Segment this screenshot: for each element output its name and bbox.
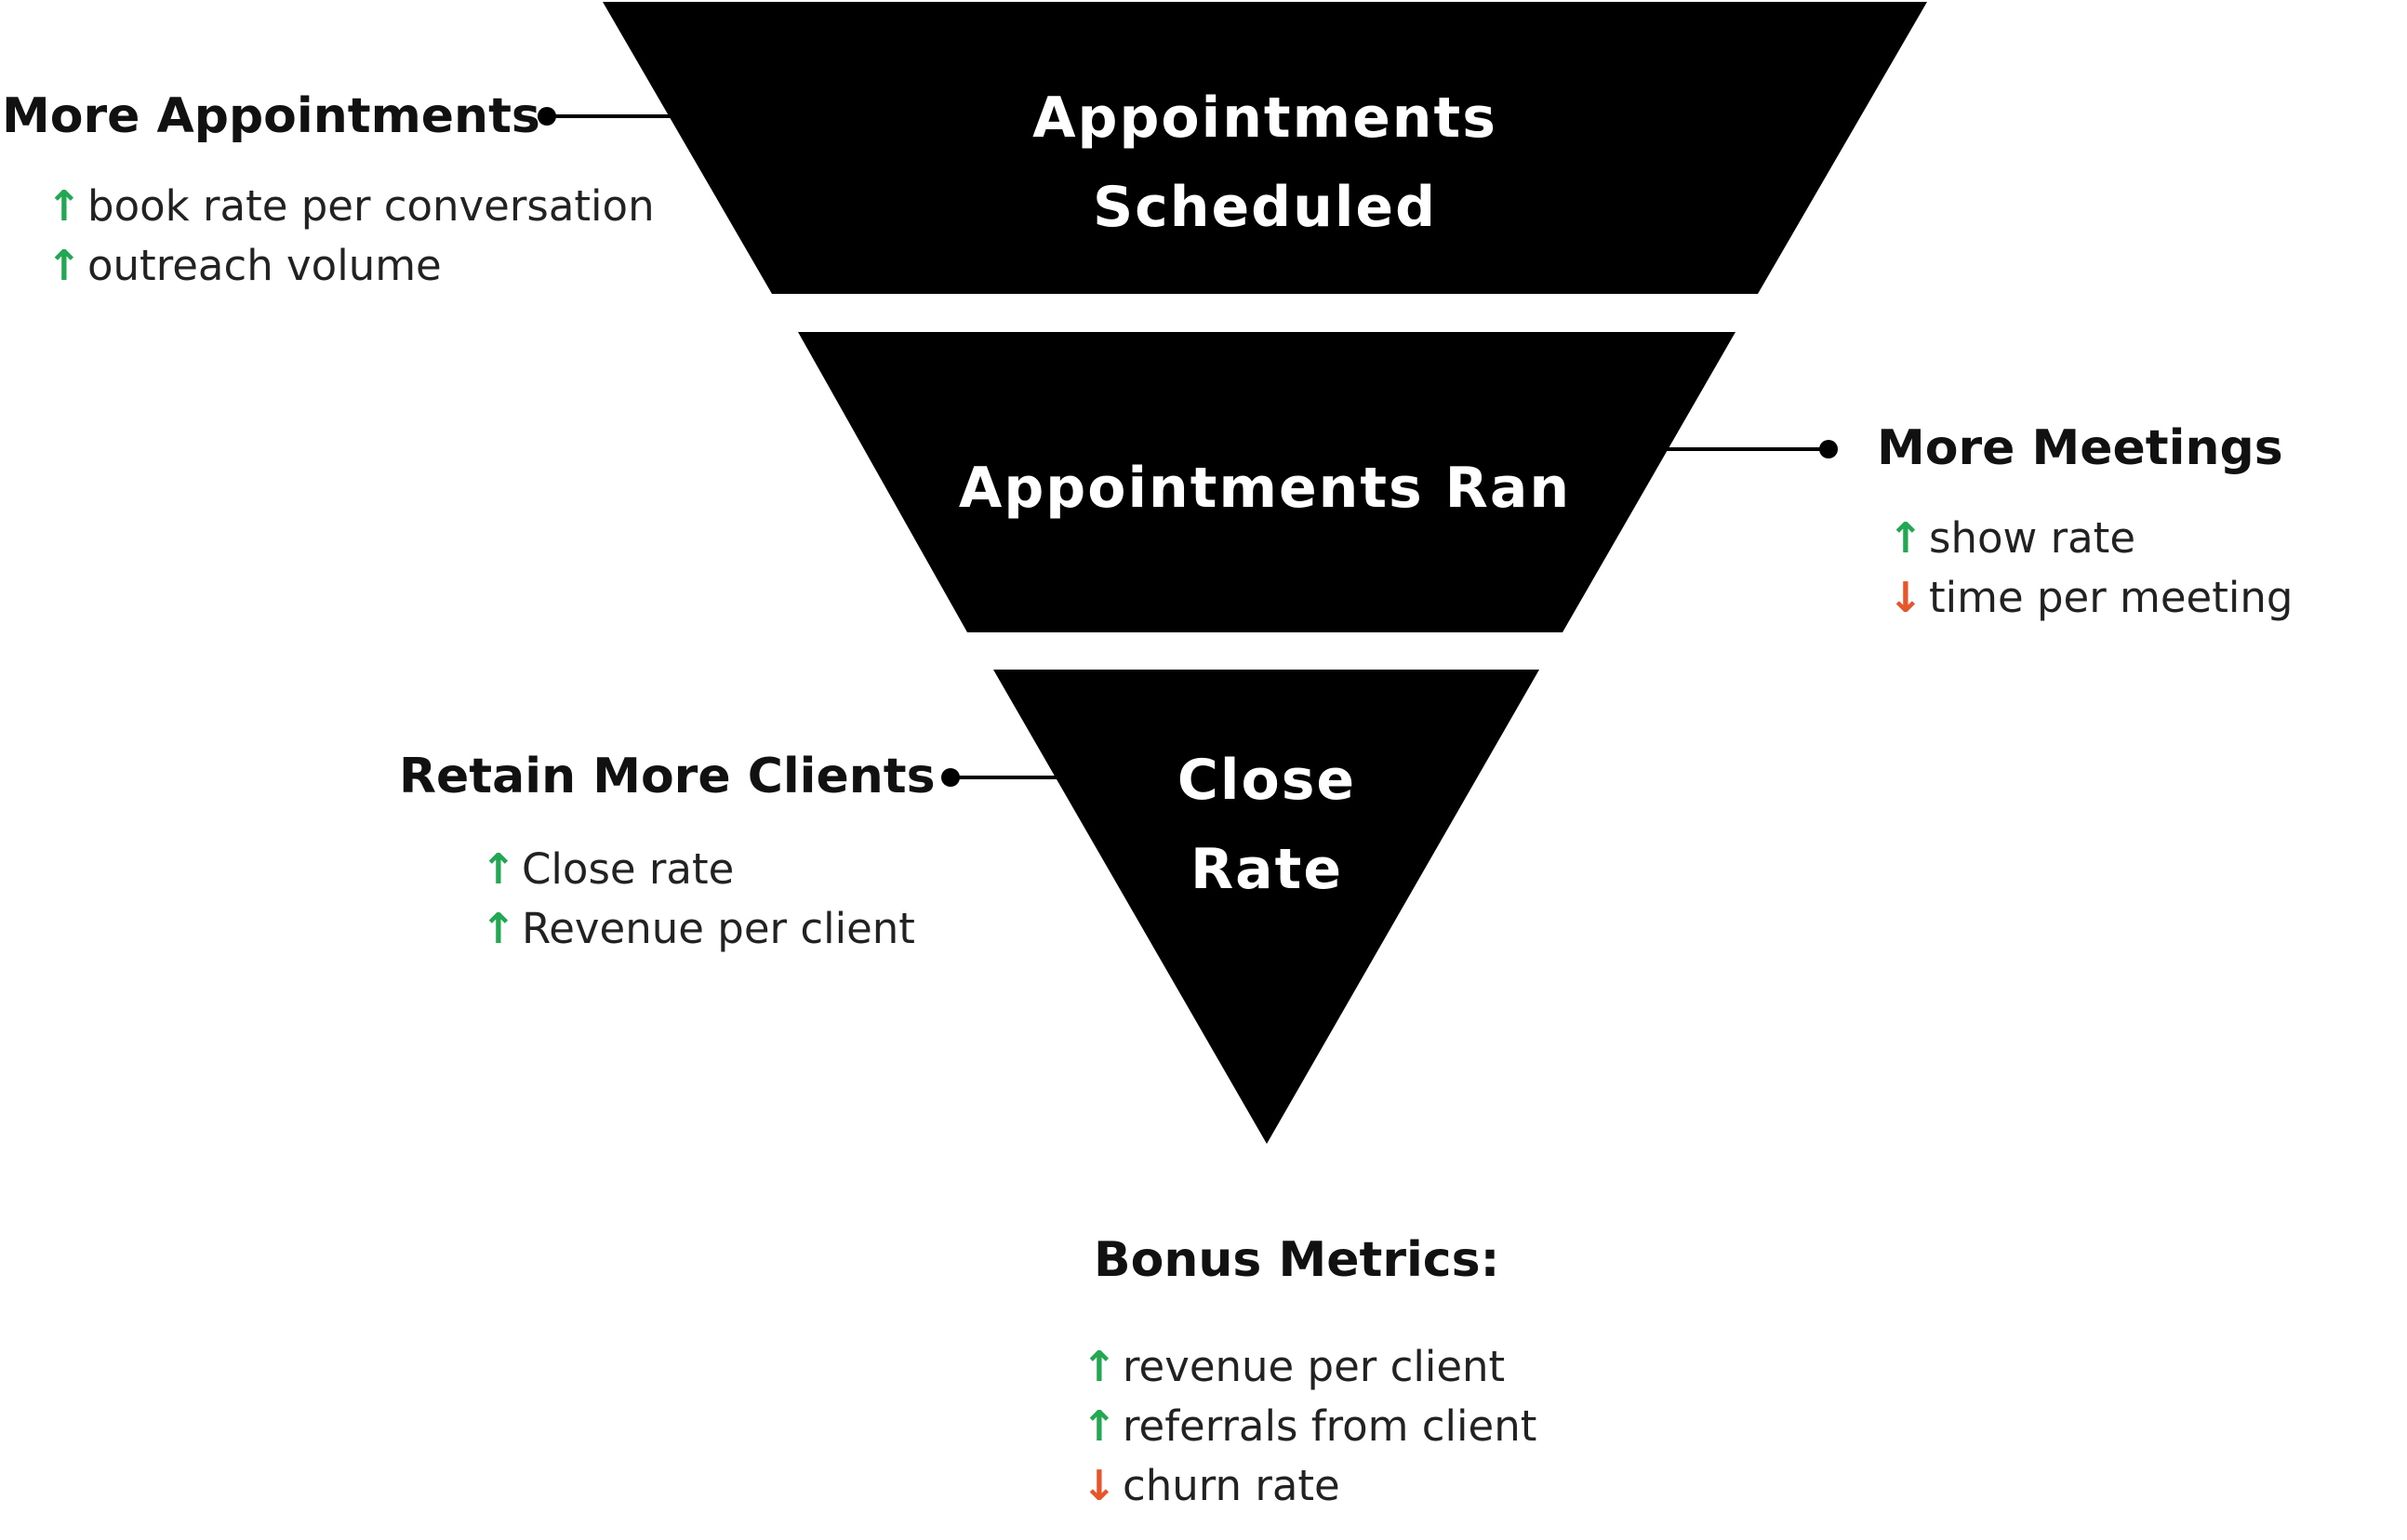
group-title-more-appointments: More Appointments: [2, 88, 540, 144]
metric-list-more-meetings: ↑show rate ↓time per meeting: [1888, 509, 2293, 628]
metric-text: show rate: [1929, 513, 2136, 563]
connector-dot-more-meetings: [1819, 440, 1838, 458]
metric-item: ↑Close rate: [481, 840, 915, 899]
stage-label-appointments-ran: Appointments Ran: [893, 444, 1637, 533]
up-arrow-icon: ↑: [47, 241, 82, 290]
down-arrow-icon: ↓: [1888, 573, 1923, 622]
up-arrow-icon: ↑: [1888, 513, 1923, 563]
metric-item: ↑referrals from client: [1082, 1397, 1536, 1456]
up-arrow-icon: ↑: [481, 844, 516, 894]
stage-label-line: Scheduled: [1092, 175, 1438, 240]
group-title-more-meetings: More Meetings: [1877, 420, 2283, 476]
metric-item: ↑Revenue per client: [481, 899, 915, 959]
metric-list-bonus-metrics: ↑revenue per client ↑referrals from clie…: [1082, 1337, 1536, 1516]
metric-item: ↑book rate per conversation: [47, 177, 655, 236]
metric-text: outreach volume: [87, 241, 442, 290]
stage-label-line: Appointments: [1032, 86, 1497, 151]
up-arrow-icon: ↑: [481, 904, 516, 953]
metric-list-more-appointments: ↑book rate per conversation ↑outreach vo…: [47, 177, 655, 296]
up-arrow-icon: ↑: [47, 181, 82, 231]
connector-dot-more-appointments: [538, 107, 556, 126]
funnel-segment-ran: [798, 332, 1735, 632]
stage-label-line: Close: [1177, 748, 1357, 813]
stage-label-line: Rate: [1190, 837, 1344, 902]
up-arrow-icon: ↑: [1082, 1342, 1117, 1391]
metric-text: referrals from client: [1123, 1401, 1537, 1451]
metric-text: time per meeting: [1929, 573, 2294, 622]
down-arrow-icon: ↓: [1082, 1461, 1117, 1510]
stage-label-appointments-scheduled: Appointments Scheduled: [986, 73, 1544, 252]
metric-text: churn rate: [1123, 1461, 1340, 1510]
stage-label-close-rate: Close Rate: [1081, 736, 1453, 914]
funnel-segment-close: [993, 670, 1539, 1144]
metric-text: revenue per client: [1123, 1342, 1506, 1391]
funnel-segment-scheduled: [603, 2, 1927, 294]
metric-item: ↑show rate: [1888, 509, 2293, 568]
metric-item: ↑revenue per client: [1082, 1337, 1536, 1397]
metric-item: ↓churn rate: [1082, 1456, 1536, 1516]
metric-item: ↑outreach volume: [47, 236, 655, 296]
metric-item: ↓time per meeting: [1888, 568, 2293, 628]
connector-dot-retain-more-clients: [941, 768, 960, 787]
metric-text: book rate per conversation: [87, 181, 655, 231]
group-title-bonus-metrics: Bonus Metrics:: [1094, 1232, 1500, 1288]
up-arrow-icon: ↑: [1082, 1401, 1117, 1451]
stage-label-line: Appointments Ran: [958, 456, 1572, 521]
metric-list-retain-more-clients: ↑Close rate ↑Revenue per client: [481, 840, 915, 959]
metric-text: Revenue per client: [522, 904, 915, 953]
metric-text: Close rate: [522, 844, 735, 894]
group-title-retain-more-clients: Retain More Clients: [399, 749, 936, 804]
